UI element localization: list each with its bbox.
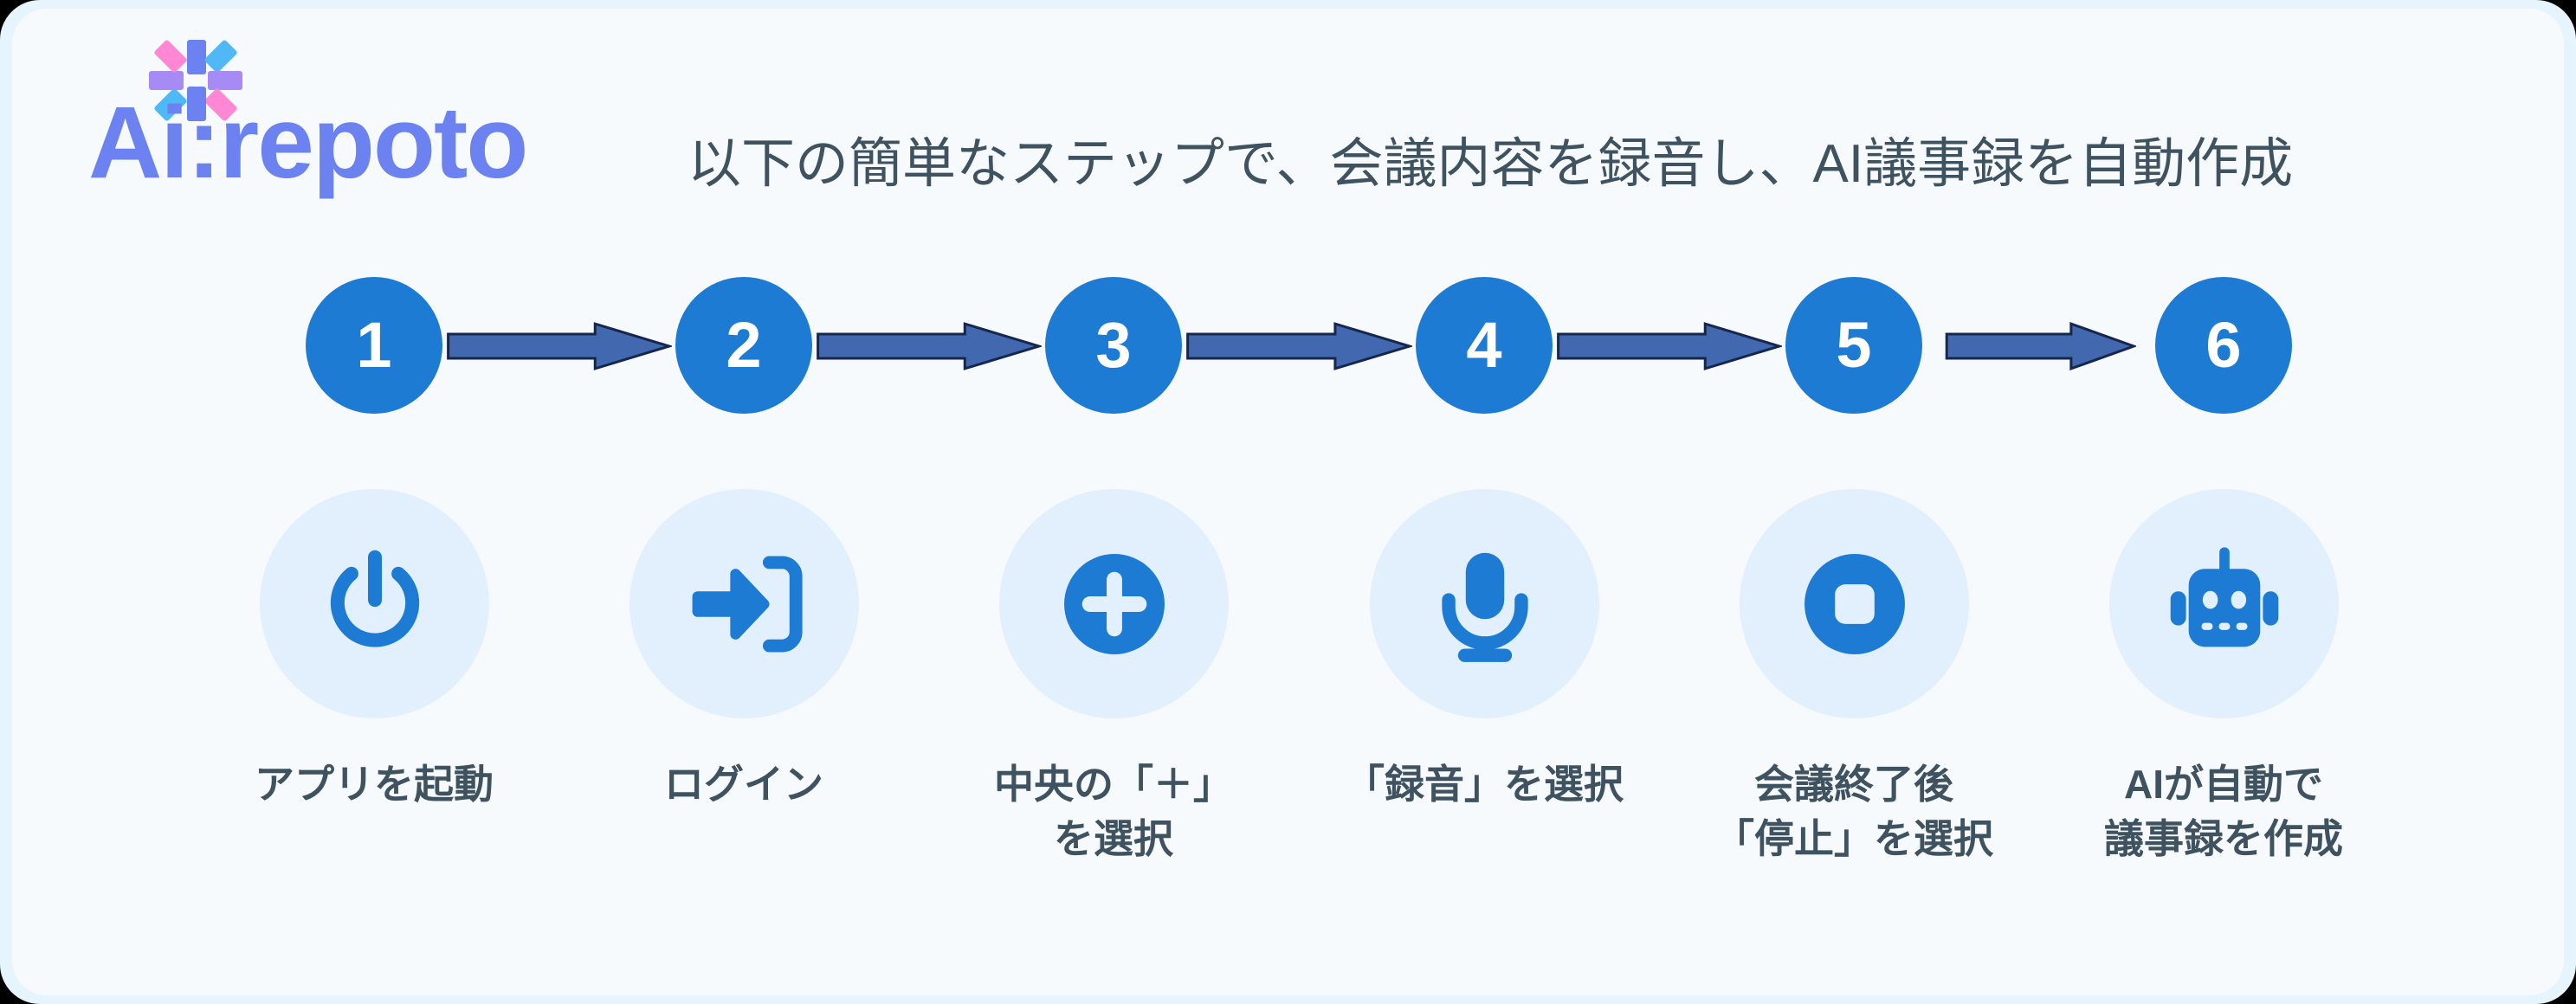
step-number-row: 1 2 3 4 5 6 xyxy=(12,277,2564,450)
step-number-6: 6 xyxy=(2155,277,2292,414)
logo-petal-top-left xyxy=(153,39,188,74)
flow-arrow-3-to-4 xyxy=(1185,322,1412,370)
brand-name: Ai:repoto xyxy=(88,86,528,200)
step-number-text: 3 xyxy=(1095,309,1132,381)
step-label-2: ログイン xyxy=(664,762,823,807)
logo-petal-right xyxy=(208,71,242,90)
step-icon-circle-3[interactable] xyxy=(999,489,1229,718)
step-label-4: 「録音」を選択 xyxy=(1345,762,1624,807)
logo-petal-top-right xyxy=(203,39,238,74)
header: Ai:repoto 以下の簡単なステップで、会議内容を録音し、AI議事録を自動作… xyxy=(12,9,2564,225)
step-number-5: 5 xyxy=(1785,277,1922,414)
stop-circle-icon xyxy=(1791,540,1919,668)
login-icon xyxy=(681,540,809,668)
step-icon-circle-1[interactable] xyxy=(260,489,489,718)
step-icon-row xyxy=(12,489,2564,723)
step-label-3: 中央の「＋」 を選択 xyxy=(994,762,1233,861)
step-number-text: 2 xyxy=(726,309,762,381)
step-number-1: 1 xyxy=(306,277,442,414)
step-label-6: AIが自動で 議事録を作成 xyxy=(2104,762,2343,861)
step-number-text: 6 xyxy=(2205,309,2242,381)
flow-arrow-4-to-5 xyxy=(1556,322,1782,370)
plus-circle-icon xyxy=(1050,540,1178,668)
robot-icon xyxy=(2160,540,2289,668)
step-icon-circle-6[interactable] xyxy=(2109,489,2339,718)
step-number-2: 2 xyxy=(675,277,812,414)
step-number-text: 5 xyxy=(1836,309,1872,381)
flow-arrow-1-to-2 xyxy=(446,322,672,370)
flow-arrow-2-to-3 xyxy=(816,322,1042,370)
logo-petal-bottom xyxy=(187,87,206,121)
brand-logo: Ai:repoto xyxy=(88,38,591,194)
infographic-card: Ai:repoto 以下の簡単なステップで、会議内容を録音し、AI議事録を自動作… xyxy=(12,9,2564,995)
step-icon-circle-2[interactable] xyxy=(629,489,859,718)
step-label-1: アプリを起動 xyxy=(255,762,494,807)
step-icon-circle-5[interactable] xyxy=(1740,489,1969,718)
logo-petal-left xyxy=(149,71,184,90)
asterisk-logo-mark xyxy=(147,38,244,123)
logo-petal-top xyxy=(187,40,206,74)
header-tagline: 以下の簡単なステップで、会議内容を録音し、AI議事録を自動作成 xyxy=(688,134,2294,194)
flow-arrow-5-to-6 xyxy=(1945,322,2136,370)
step-number-text: 1 xyxy=(356,309,392,381)
microphone-icon xyxy=(1421,540,1549,668)
step-label-row: アプリを起動 ログイン 中央の「＋」 を選択 「録音」を選択 会議終了後 「停止」を選択… xyxy=(12,757,2564,913)
step-label-5: 会議終了後 「停止」を選択 xyxy=(1714,762,1993,861)
step-number-text: 4 xyxy=(1466,309,1502,381)
step-icon-circle-4[interactable] xyxy=(1370,489,1599,718)
power-icon xyxy=(311,540,439,668)
step-number-3: 3 xyxy=(1045,277,1182,414)
step-number-4: 4 xyxy=(1416,277,1553,414)
